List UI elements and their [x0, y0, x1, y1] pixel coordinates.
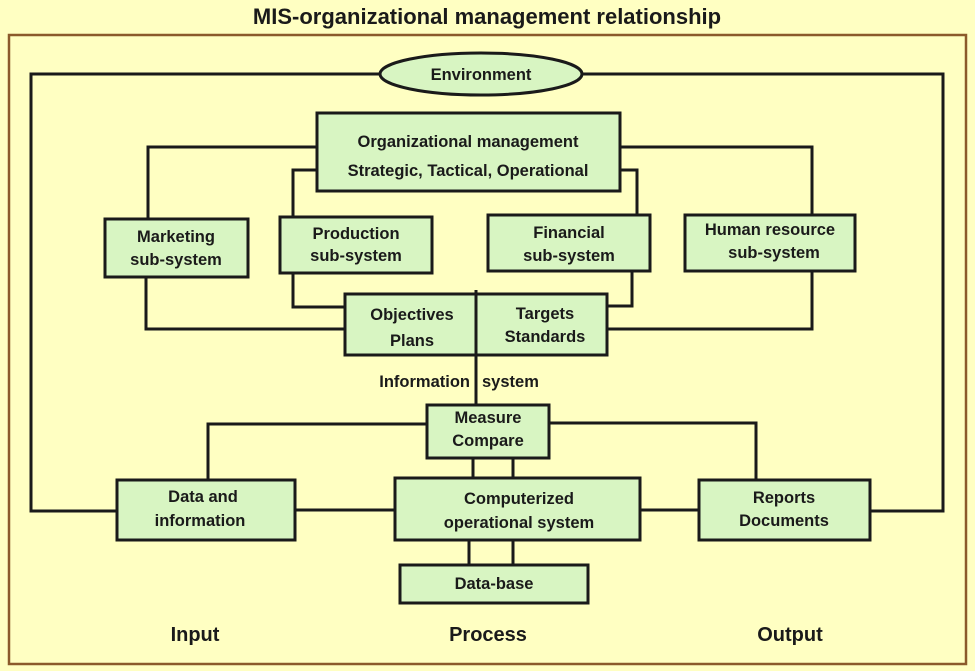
svg-text:Documents: Documents: [739, 512, 829, 530]
connectors: [29, 72, 945, 565]
node-objectives-targets: Objectives Plans Targets Standards: [343, 290, 609, 405]
svg-text:Data-base: Data-base: [455, 575, 534, 593]
diagram-title: MIS-organizational management relationsh…: [253, 4, 721, 29]
svg-text:Data and: Data and: [168, 488, 238, 506]
node-measure-compare: Measure Compare: [425, 403, 551, 460]
node-marketing: Marketing sub-system: [103, 217, 250, 279]
svg-text:Plans: Plans: [390, 332, 434, 350]
svg-text:information: information: [155, 512, 246, 530]
node-human-resource: Human resource sub-system: [683, 213, 857, 273]
svg-text:Reports: Reports: [753, 489, 815, 507]
svg-text:Human resource: Human resource: [705, 221, 835, 239]
svg-text:Standards: Standards: [505, 328, 586, 346]
svg-text:Computerized: Computerized: [464, 490, 574, 508]
svg-text:operational system: operational system: [444, 514, 594, 532]
svg-text:Information: Information: [379, 373, 470, 391]
svg-text:Compare: Compare: [452, 432, 524, 450]
node-financial: Financial sub-system: [486, 213, 652, 273]
svg-text:sub-system: sub-system: [523, 247, 615, 265]
svg-text:Strategic, Tactical, Operation: Strategic, Tactical, Operational: [348, 162, 589, 180]
node-environment: Environment: [378, 51, 584, 97]
svg-text:sub-system: sub-system: [130, 251, 222, 269]
svg-text:Production: Production: [312, 225, 399, 243]
node-reports-documents: Reports Documents: [697, 478, 872, 542]
svg-text:Measure: Measure: [455, 409, 522, 427]
node-data-information: Data and information: [115, 478, 297, 542]
svg-text:Objectives: Objectives: [370, 306, 453, 324]
svg-text:Organizational management: Organizational management: [358, 133, 579, 151]
node-org-management: Organizational management Strategic, Tac…: [315, 111, 622, 193]
svg-text:Targets: Targets: [516, 305, 574, 323]
svg-text:system: system: [482, 373, 539, 391]
label-process: Process: [449, 624, 527, 646]
node-production: Production sub-system: [278, 215, 434, 275]
svg-text:Marketing: Marketing: [137, 228, 215, 246]
frame: [7, 33, 968, 666]
label-input: Input: [171, 624, 220, 646]
node-computerized-system: Computerized operational system: [393, 476, 642, 542]
label-information-system: Information system: [379, 373, 539, 391]
svg-text:sub-system: sub-system: [310, 247, 402, 265]
svg-text:Financial: Financial: [533, 224, 605, 242]
svg-text:sub-system: sub-system: [728, 244, 820, 262]
node-database: Data-base: [398, 563, 590, 605]
svg-text:Environment: Environment: [431, 66, 532, 84]
label-output: Output: [757, 624, 823, 646]
